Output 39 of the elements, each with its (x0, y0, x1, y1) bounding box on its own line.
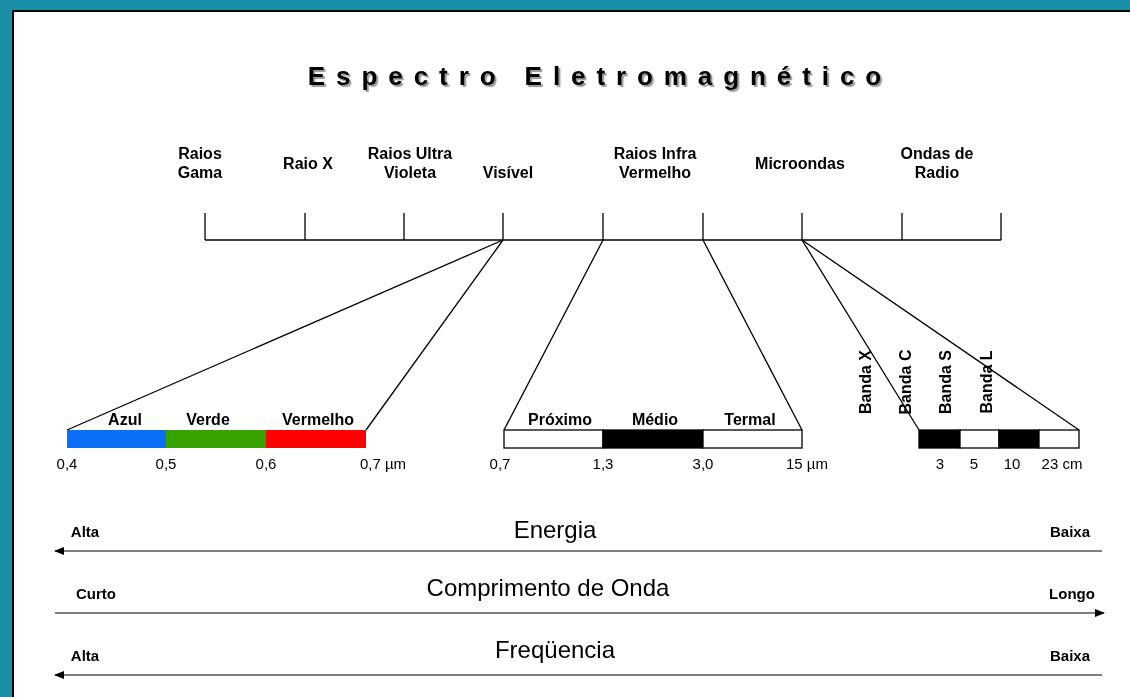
scale-value: 5 (969, 454, 979, 472)
scale-value: 1,3 (592, 454, 614, 472)
range-label: Verde (186, 411, 230, 429)
axis-title: Freqüencia (494, 636, 616, 664)
range-label: Termal (724, 411, 776, 429)
spectrum-region-label: Raio X (282, 153, 334, 173)
scale-value: 0,7 (489, 454, 511, 472)
spectrum-region-label: Ondas de Radio (899, 144, 975, 182)
scale-value: 23 cm (1041, 454, 1083, 472)
spectrum-region-label: Visível (481, 162, 535, 182)
range-label: Próximo (528, 411, 592, 429)
range-label: Vermelho (282, 411, 354, 429)
arrow-end-label: Longo (1049, 584, 1095, 602)
arrow-end-label: Curto (76, 584, 116, 602)
scale-value: 0,7 µm (359, 454, 407, 472)
spectrum-region-label: Raios Ultra Violeta (366, 144, 454, 182)
spectrum-region-label: Raios Gama (176, 144, 224, 182)
arrow-end-label: Alta (70, 646, 100, 664)
scale-value: 0,6 (255, 454, 277, 472)
scale-value: 15 µm (786, 454, 828, 472)
arrow-end-label: Baixa (1050, 522, 1090, 540)
axis-title: Energia (513, 516, 597, 544)
spectrum-region-label: Microondas (754, 153, 846, 173)
band-label: Banda X (857, 350, 875, 414)
scale-value: 3 (935, 454, 945, 472)
scale-value: 10 (1003, 454, 1021, 472)
band-label: Banda S (937, 350, 955, 414)
arrow-end-label: Alta (70, 522, 100, 540)
range-label: Médio (631, 411, 679, 429)
spectrum-region-label: Raios Infra Vermelho (612, 144, 698, 182)
axis-title: Comprimento de Onda (426, 574, 670, 602)
arrow-end-label: Baixa (1050, 646, 1090, 664)
band-label: Banda L (978, 350, 996, 414)
band-label: Banda C (897, 349, 915, 415)
range-label: Azul (108, 411, 142, 429)
scale-value: 0,4 (56, 454, 78, 472)
scale-value: 0,5 (155, 454, 177, 472)
scale-value: 3,0 (692, 454, 714, 472)
diagram-title: Espectro Eletromagnético (306, 60, 894, 92)
